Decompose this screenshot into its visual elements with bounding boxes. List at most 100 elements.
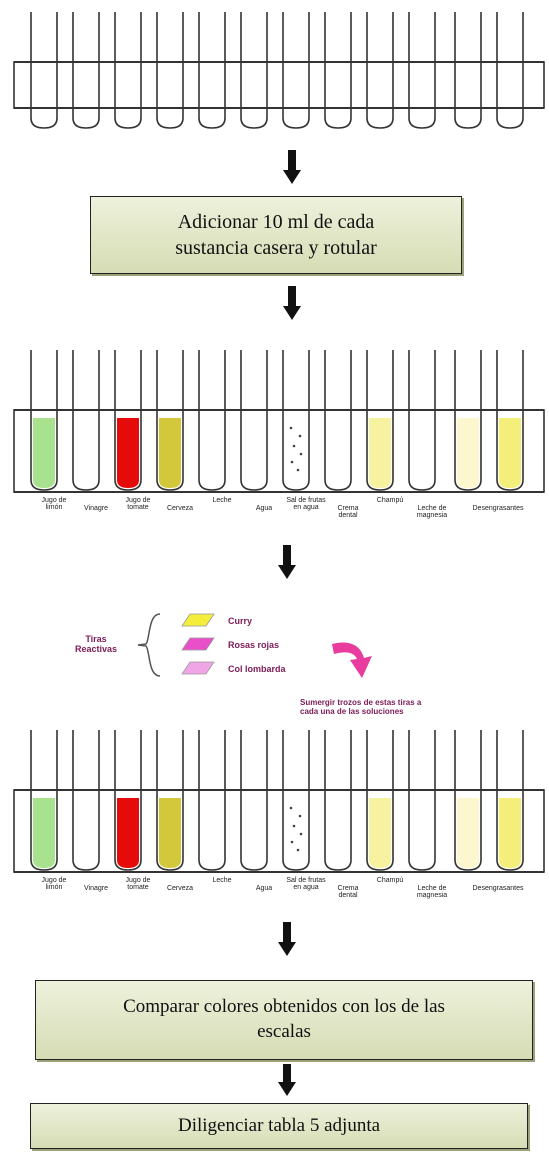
tube-particle	[296, 468, 300, 472]
tube-particle	[299, 832, 303, 836]
test-tube	[282, 12, 310, 129]
tube-outline	[114, 730, 142, 871]
test-tube	[496, 730, 524, 871]
tube-outline	[324, 730, 352, 871]
test-tube	[324, 730, 352, 871]
test-tube	[496, 350, 524, 491]
test-tube	[72, 12, 100, 129]
step-box-compare-colors: Comparar colores obtenidos con los de la…	[35, 980, 533, 1060]
tube-label: Jugo de tomate	[125, 877, 151, 892]
strip-curry-icon	[181, 613, 215, 627]
tube-outline	[324, 350, 352, 491]
tube-particle	[290, 840, 294, 844]
curved-arrow-icon	[332, 642, 372, 678]
tube-label: Leche	[212, 877, 232, 884]
test-tube	[114, 12, 142, 129]
tube-liquid	[457, 798, 479, 868]
strips-instruction: Sumergir trozos de estas tiras a cada un…	[300, 698, 510, 716]
tube-outline	[240, 730, 268, 871]
tube-outline	[496, 730, 524, 871]
tube-outline	[72, 350, 100, 491]
tube-liquid	[499, 798, 521, 868]
strip-rosas-rojas-label: Rosas rojas	[228, 640, 280, 650]
tube-outline	[408, 12, 436, 129]
tube-outline	[324, 12, 352, 129]
test-tube	[240, 730, 268, 871]
step-2-line-1: Comparar colores obtenidos con los de la…	[123, 996, 445, 1018]
tube-outline	[30, 12, 58, 129]
test-tube	[156, 12, 184, 129]
tube-outline	[156, 730, 184, 871]
tube-outline	[72, 730, 100, 871]
test-tube	[156, 730, 184, 871]
tube-label: Desengrasantes	[472, 505, 524, 512]
down-arrow-icon	[278, 545, 296, 579]
tube-outline	[240, 12, 268, 129]
tube-outline	[156, 350, 184, 491]
tube-outline	[198, 730, 226, 871]
tube-label: Champú	[376, 877, 404, 884]
tube-label: Desengrasantes	[472, 885, 524, 892]
tube-outline	[454, 12, 482, 129]
tube-outline	[366, 350, 394, 491]
test-tube	[454, 730, 482, 871]
strips-group-label: Tiras Reactivas	[66, 634, 126, 654]
test-tube	[366, 350, 394, 491]
tube-label: Jugo de limón	[41, 497, 67, 512]
tube-liquid	[159, 798, 181, 868]
tube-particle	[298, 814, 302, 818]
tube-liquid	[369, 798, 391, 868]
test-tube	[30, 12, 58, 129]
test-tube	[156, 350, 184, 491]
tube-label: Agua	[255, 885, 273, 892]
tube-outline	[408, 730, 436, 871]
test-tube	[366, 730, 394, 871]
tube-particle	[296, 848, 300, 852]
test-tube	[30, 350, 58, 491]
tube-label: Leche de magnesia	[416, 505, 448, 520]
tube-label: Jugo de limón	[41, 877, 67, 892]
tube-label: Cerveza	[166, 885, 194, 892]
step-1-line-1: Adicionar 10 ml de cada	[177, 211, 375, 233]
tube-label: Leche	[212, 497, 232, 504]
down-arrow-icon	[278, 1064, 296, 1096]
filled-rack-1	[0, 340, 549, 500]
filled-rack-2	[0, 718, 549, 878]
test-tube	[454, 350, 482, 491]
tube-outline	[114, 12, 142, 129]
tube-outline	[496, 12, 524, 129]
tube-outline	[30, 730, 58, 871]
tube-label: Crema dental	[337, 885, 359, 900]
tube-outline	[496, 350, 524, 491]
tube-outline	[114, 350, 142, 491]
tube-label: Sal de frutas en agua	[286, 497, 326, 512]
tube-label: Agua	[255, 505, 273, 512]
tube-particle	[292, 824, 296, 828]
step-2-line-2: escalas	[257, 1021, 311, 1042]
strips-instruction-line-1: Sumergir trozos de estas tiras a	[300, 698, 422, 707]
tube-outline	[198, 12, 226, 129]
strip-rosas-rojas-icon	[181, 637, 215, 651]
tube-outline	[408, 350, 436, 491]
tube-particle	[299, 452, 303, 456]
tube-label: Vinagre	[83, 885, 108, 892]
filled-rack-2-drawing	[13, 730, 545, 873]
tube-liquid	[369, 418, 391, 488]
step-3-line-1: Diligenciar tabla 5 adjunta	[177, 1114, 381, 1136]
tube-outline	[198, 350, 226, 491]
tube-liquid	[499, 418, 521, 488]
tube-outline	[72, 12, 100, 129]
tube-outline	[282, 12, 310, 129]
tube-outline	[240, 350, 268, 491]
tube-particle	[292, 444, 296, 448]
test-tube	[324, 350, 352, 491]
strip-curry-label: Curry	[228, 616, 253, 626]
test-tube	[114, 350, 142, 491]
test-tube	[198, 350, 226, 491]
tube-outline	[282, 350, 310, 491]
empty-rack-drawing	[13, 12, 545, 129]
tube-liquid	[457, 418, 479, 488]
down-arrow-icon	[278, 922, 296, 956]
tube-outline	[30, 350, 58, 491]
